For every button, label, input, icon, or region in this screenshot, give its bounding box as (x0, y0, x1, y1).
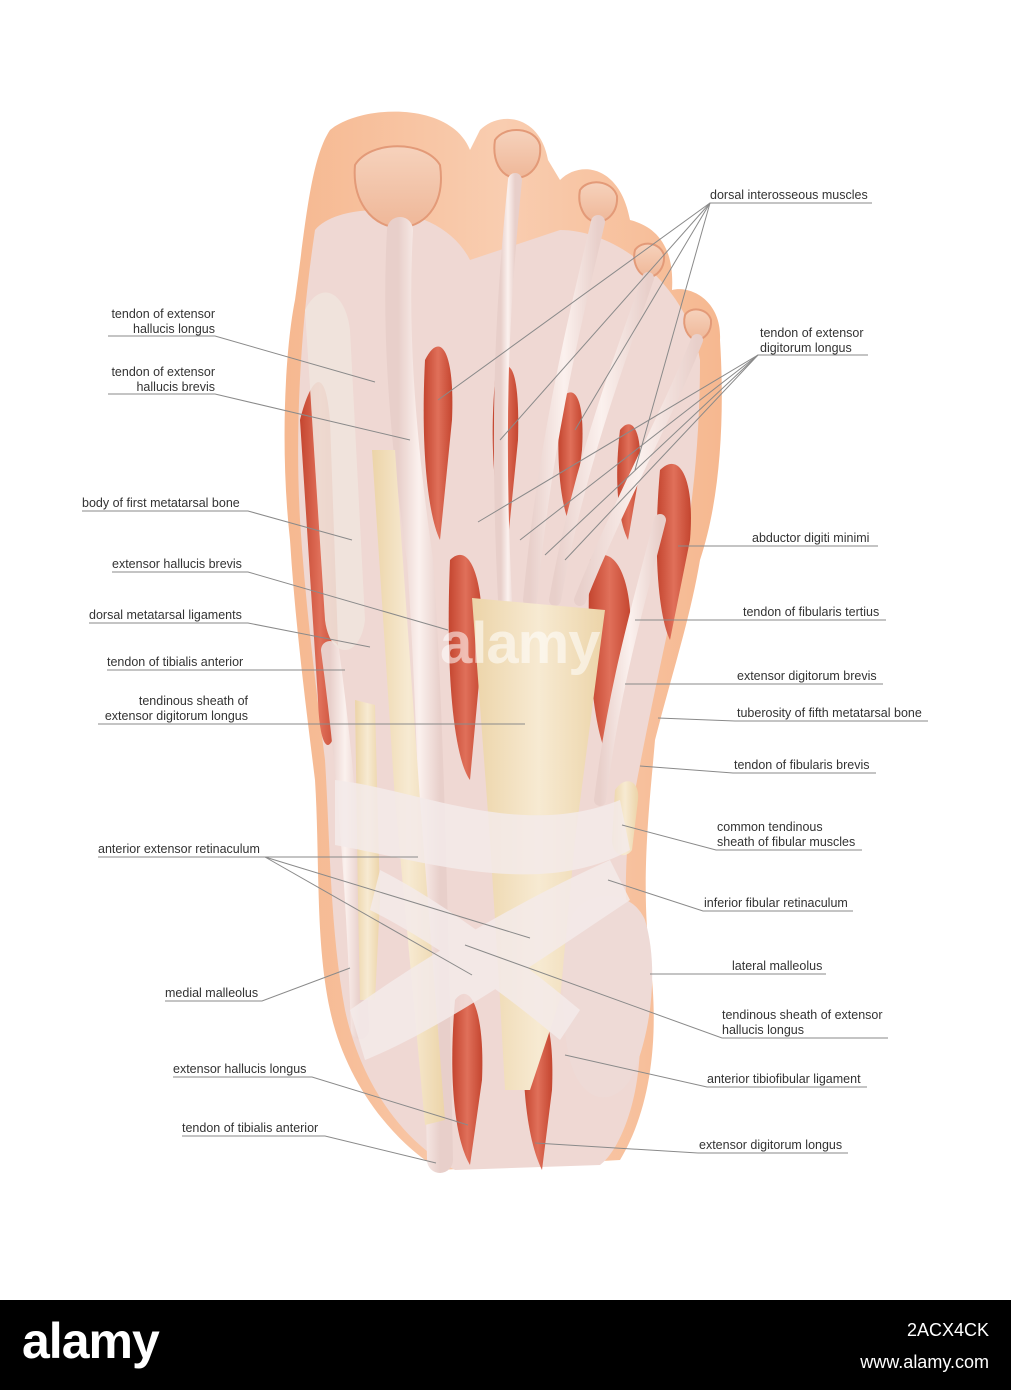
label-tendon-fibularis-tertius: tendon of fibularis tertius (743, 605, 880, 619)
label-medial-malleolus: medial malleolus (165, 986, 259, 1000)
label-body-first-metatarsal: body of first metatarsal bone (82, 496, 240, 510)
leader-tendon-ehb (108, 393, 411, 441)
leader-medial-malleolus (165, 967, 351, 1002)
leader-ehl (173, 1076, 469, 1126)
label-tendon-tibialis-anterior-upper: tendon of tibialis anterior (107, 655, 244, 669)
stock-footer-bar: alamy 2ACX4CK www.alamy.com (0, 1300, 1011, 1390)
label-extensor-digitorum-brevis: extensor digitorum brevis (737, 669, 877, 683)
label-dorsal-metatarsal-ligaments: dorsal metatarsal ligaments (89, 608, 242, 622)
label-extensor-hallucis-brevis: extensor hallucis brevis (112, 557, 242, 571)
label-extensor-hallucis-longus: extensor hallucis longus (173, 1062, 307, 1076)
label-anterior-tibiofibular-ligament: anterior tibiofibular ligament (707, 1072, 861, 1086)
fifth-toe-nail (683, 308, 713, 342)
third-toe-nail (578, 181, 619, 224)
extensor-digitorum-brevis-muscle (588, 554, 631, 760)
label-tendon-tibialis-anterior-lower: tendon of tibialis anterior (182, 1121, 319, 1135)
label-tendon-extensor-hallucis-longus: tendon of extensor hallucis longus (111, 307, 215, 336)
tendon-edl-4 (549, 272, 654, 606)
footer-image-id: 2ACX4CK (906, 1320, 989, 1340)
leader-tendon-edl-c (544, 354, 759, 556)
leader-dorsal-interosseous-b (499, 202, 711, 441)
cross-band-2 (370, 870, 580, 1040)
footer-logo: alamy (22, 1313, 160, 1369)
label-tendinous-sheath-ehl: tendinous sheath of extensor hallucis lo… (722, 1008, 883, 1037)
big-toe-nail (353, 145, 442, 230)
leader-ehb (112, 571, 449, 631)
leader-tendon-ehl (108, 335, 376, 383)
leader-inferior-retinaculum (607, 879, 853, 912)
second-toe-nail (493, 128, 542, 180)
label-tendon-edl: tendon of extensor digitorum longus (760, 326, 864, 355)
leader-lines (82, 202, 928, 1164)
leader-dorsal-interosseous-d (634, 202, 711, 471)
footer-url: www.alamy.com (860, 1352, 989, 1372)
leader-common-sheath (621, 824, 862, 851)
tendon-edl-2 (493, 173, 522, 607)
tendon-edl-3 (523, 215, 605, 607)
abductor-digiti-minimi-muscle (656, 463, 691, 640)
leader-tibialis-lower (182, 1135, 437, 1164)
leader-tendon-edl-b (519, 354, 759, 541)
tendon-edl-5 (574, 334, 703, 606)
leader-edl-muscle (534, 1142, 848, 1154)
leader-fibularis-brevis (639, 765, 876, 774)
label-extensor-digitorum-longus: extensor digitorum longus (699, 1138, 843, 1152)
label-dorsal-interosseous: dorsal interosseous muscles (710, 188, 868, 202)
leader-dorsal-metatarsal (89, 622, 371, 648)
label-common-tendinous-sheath: common tendinous sheath of fibular muscl… (717, 820, 856, 849)
leader-sheath-ehl (464, 944, 888, 1039)
watermark-text: alamy (440, 611, 600, 676)
toenails (353, 128, 713, 342)
leader-dorsal-interosseous-c (574, 202, 711, 431)
leader-tuberosity (657, 717, 928, 722)
foot-anatomy-illustration (82, 111, 928, 1173)
label-inferior-fibular-retinaculum: inferior fibular retinaculum (704, 896, 848, 910)
label-abductor-digiti-minimi: abductor digiti minimi (752, 531, 870, 545)
sheath-ehl (372, 450, 445, 1125)
leader-tibiofibular (564, 1054, 867, 1088)
label-tendinous-sheath-edl: tendinous sheath of extensor digitorum l… (104, 694, 248, 723)
label-anterior-extensor-retinaculum: anterior extensor retinaculum (98, 842, 260, 856)
tendon-fibularis-tertius (594, 514, 666, 806)
leader-tendon-edl-d (564, 354, 759, 561)
label-tendon-extensor-hallucis-brevis: tendon of extensor hallucis brevis (111, 365, 215, 394)
label-tendon-fibularis-brevis: tendon of fibularis brevis (734, 758, 870, 772)
leader-body-first-metatarsal (82, 510, 353, 541)
retinacula (335, 780, 630, 1060)
leader-retinaculum-c (264, 856, 473, 976)
leader-retinaculum-b (264, 856, 531, 939)
label-tuberosity-fifth-metatarsal: tuberosity of fifth metatarsal bone (737, 706, 922, 720)
label-lateral-malleolus: lateral malleolus (732, 959, 823, 973)
first-metatarsal-bone (305, 292, 365, 650)
superior-band (335, 780, 630, 875)
